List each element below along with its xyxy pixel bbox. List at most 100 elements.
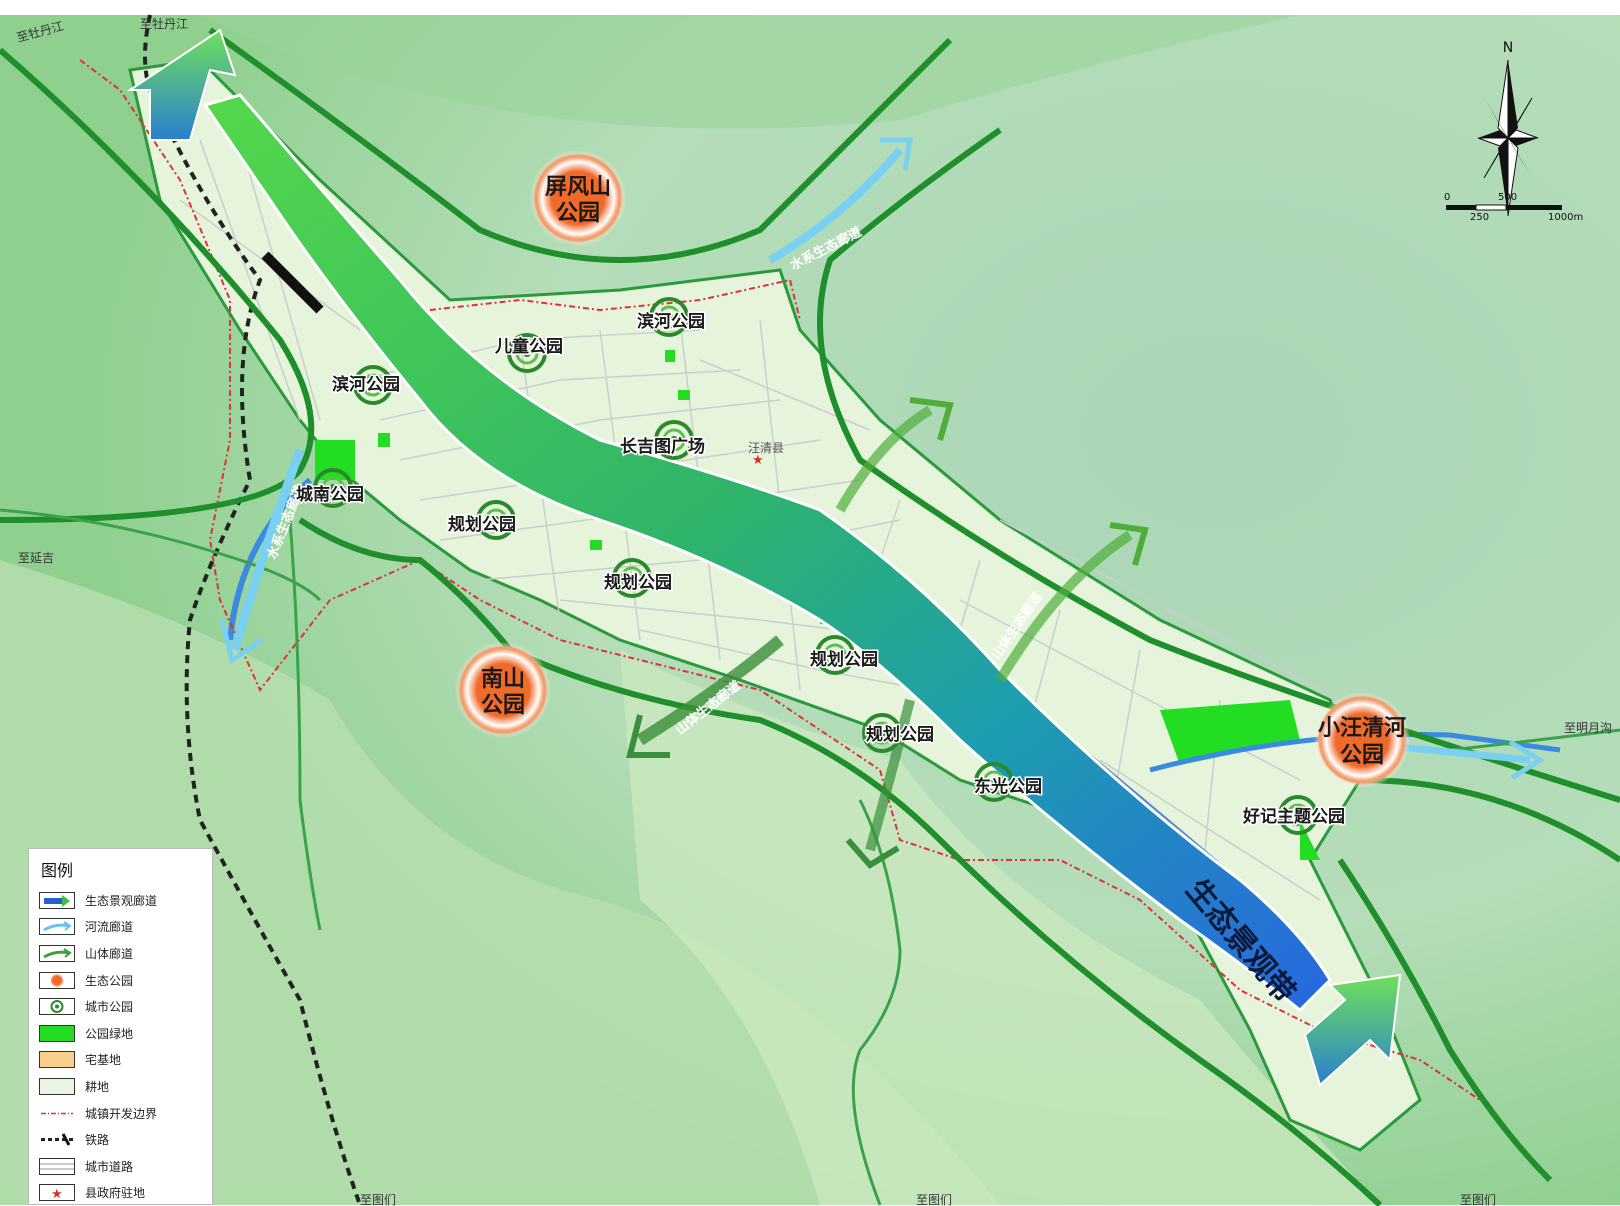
city-park-dongguang[interactable]: 东光公园 [973,762,1044,802]
city-park-label: 长吉图广场 [620,436,705,457]
destination-mingyue: 至明月沟 [1564,721,1612,735]
compass-and-scale: N 0 500 250 1000m [1444,40,1583,223]
river-arrow-southwest-head [219,619,264,665]
legend-row-farmland: 耕地 [39,1073,202,1100]
city-park-binhe-1[interactable]: 滨河公园 [331,365,402,405]
destination-tumen-3: 至图们 [1460,1192,1496,1206]
city-park-label: 儿童公园 [494,336,563,357]
southwest-hills [0,560,1000,1205]
city-park-chengnan[interactable]: 城南公园 [295,468,366,508]
north-hills [200,15,1300,129]
city-park-binhe-2[interactable]: 滨河公园 [636,297,707,337]
railway-station-mark [261,251,324,314]
city-park-label: 滨河公园 [332,374,400,395]
eco-arrow-southeast [1303,973,1402,1087]
city-parks: 滨河公园 儿童公园 滨河公园 长吉图广场 城南公园 规划公园 规划公园 规划公 [295,297,1347,835]
city-park-label: 规划公园 [604,572,672,593]
eco-park-label-line2: 公园 [481,693,525,718]
city-park-guihua-2[interactable]: 规划公园 [603,558,674,598]
county-seat-label: 汪清县 [748,441,784,455]
scale-label-500: 500 [1498,192,1517,203]
boundary-line-icon [39,1105,75,1122]
city-park-guihua-3[interactable]: 规划公园 [809,635,880,675]
eco-park-icon [39,971,75,989]
mountain-arrow-north-head [909,397,954,441]
legend-row-city-road: 城市道路 [39,1153,202,1180]
homestead-swatch [39,1051,75,1069]
farmland-swatch [39,1077,75,1095]
eco-arrow-northwest [126,28,237,141]
legend-label: 河流廊道 [85,920,134,935]
town-area [128,58,1422,1152]
legend-row-dev-boundary: 城镇开发边界 [39,1100,202,1127]
eco-park-pingfengshan[interactable]: 屏风山 公园 [530,150,626,246]
road-icon [39,1157,75,1175]
legend-label: 县政府驻地 [85,1186,146,1201]
city-park-ertong[interactable]: 儿童公园 [493,333,565,373]
dev-boundary-line [79,59,1481,1101]
legend-label: 山体廊道 [85,946,134,961]
destination-yanji: 至延吉 [18,551,54,565]
legend-label: 城镇开发边界 [85,1106,158,1121]
eco-park-label-line2: 公园 [1340,743,1384,768]
destination-mudanjiang-1: 至牡丹江 [140,16,188,31]
mountain-arrow-south-head [845,838,900,869]
city-park-haoji[interactable]: 好记主题公园 [1241,795,1347,835]
legend-row-eco-corridor: 生态景观廊道 [39,887,202,914]
river-arrow-northeast-head [880,137,913,171]
legend-row-park-green: 公园绿地 [39,1020,202,1047]
legend-label: 城市公园 [85,1000,134,1015]
river-arrow-east-head [1508,739,1545,781]
city-park-label: 规划公园 [810,649,878,670]
star-icon: ★ [39,1184,75,1202]
city-road-grid [179,139,1341,901]
city-park-changjitu[interactable]: 长吉图广场 [619,420,707,460]
city-park-label: 滨河公园 [637,311,705,332]
eco-park-label-line1: 小汪清河 [1318,715,1406,741]
mountain-arrow-southwest-head [626,714,670,758]
legend-row-mountain-corridor: 山体廊道 [39,940,202,967]
legend-label: 城市道路 [85,1159,134,1174]
legend-title: 图例 [41,861,74,880]
river-arrow-northeast [768,147,904,264]
legend-row-river-corridor: 河流廊道 [39,914,202,941]
regional-roads [0,508,1620,1206]
north-label: N [1503,40,1513,56]
legend-label: 生态公园 [85,973,134,988]
city-park-label: 东光公园 [974,776,1042,797]
city-park-guihua-4[interactable]: 规划公园 [862,713,936,753]
eco-park-label-line2: 公园 [556,201,600,226]
city-park-label: 好记主题公园 [1242,806,1345,827]
south-valley [620,650,1380,1205]
eco-park-nanshan[interactable]: 南山 公园 [455,642,551,738]
city-park-guihua-1[interactable]: 规划公园 [447,500,518,540]
dev-boundary-north [429,278,801,321]
railway-icon [39,1131,75,1148]
city-park-icon [39,998,75,1016]
scale-bar [1446,204,1562,211]
legend-row-city-park: 城市公园 [39,993,202,1020]
mountain-arrow-east [995,530,1133,683]
destination-tumen-1: 至图们 [360,1192,396,1206]
star-icon: ★ [752,453,764,468]
legend-label: 宅基地 [85,1053,122,1068]
eco-corridor-icon [39,891,75,909]
legend-label: 耕地 [85,1079,110,1094]
svg-text:★: ★ [51,1187,63,1202]
mountain-arrow-east-head [1109,522,1149,566]
eco-park-xiaowang[interactable]: 小汪清河 公园 [1314,692,1410,788]
city-park-label: 规划公园 [866,724,934,745]
scale-label-1000m: 1000m [1548,212,1583,223]
county-seat: ★ 汪清县 [748,441,784,468]
legend-row-railway: 铁路 [39,1126,202,1153]
city-park-label: 城南公园 [296,484,364,505]
legend: 图例 生态景观廊道 河流廊道 山体廊道 生态公园 城市公园 公园绿地 宅基地 耕… [28,848,213,1205]
river-south [227,477,312,641]
legend-row-gov-seat: ★ 县政府驻地 [39,1180,202,1206]
mountain-corridor-lines [0,27,1620,1206]
scale-label-0: 0 [1444,192,1450,203]
river-arrow-icon [39,918,75,936]
destination-tumen-2: 至图们 [916,1192,952,1206]
park-green-swatch [39,1024,75,1042]
